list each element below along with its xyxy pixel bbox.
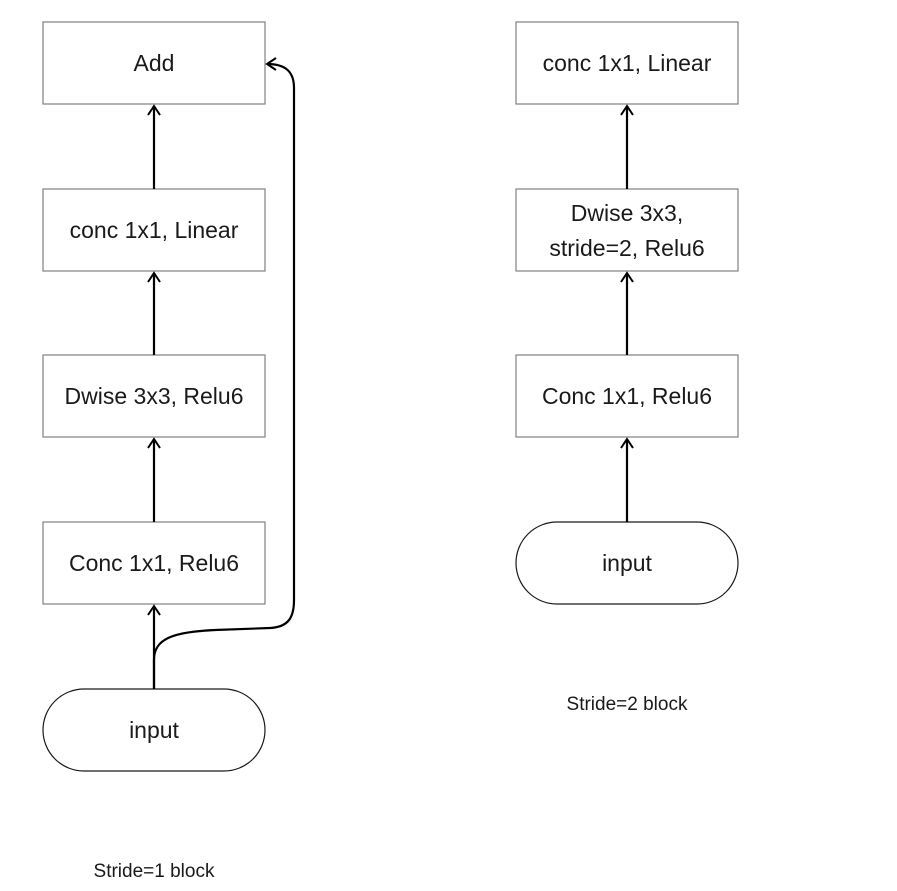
stride2-dwise-label-line1: Dwise 3x3,: [571, 200, 683, 226]
stride1-add-label: Add: [134, 50, 175, 76]
stride2-project-conv-label: conc 1x1, Linear: [543, 50, 712, 76]
stride1-project-conv-node: conc 1x1, Linear: [42, 188, 266, 272]
stride1-block: Add conc 1x1, Linear Dwise 3x3, Relu6 Co…: [42, 21, 296, 882]
stride2-expand-conv-label: Conc 1x1, Relu6: [542, 383, 712, 409]
stride1-expand-conv-node: Conc 1x1, Relu6: [42, 521, 266, 605]
stride1-project-conv-label: conc 1x1, Linear: [70, 217, 239, 243]
stride2-caption: Stride=2 block: [567, 694, 688, 715]
stride2-input-label: input: [602, 550, 652, 576]
stride1-input-label: input: [129, 717, 179, 743]
stride2-dwise-label-line2: stride=2, Relu6: [549, 235, 704, 261]
stride1-dwise-node: Dwise 3x3, Relu6: [42, 354, 266, 438]
stride1-dwise-label: Dwise 3x3, Relu6: [65, 383, 244, 409]
stride2-expand-conv-node: Conc 1x1, Relu6: [515, 354, 739, 438]
stride2-project-conv-node: conc 1x1, Linear: [515, 21, 739, 105]
stride1-add-node: Add: [42, 21, 266, 105]
stride1-expand-conv-label: Conc 1x1, Relu6: [69, 550, 239, 576]
stride1-input-node: input: [42, 688, 266, 772]
stride2-block: conc 1x1, Linear Dwise 3x3, stride=2, Re…: [515, 21, 739, 715]
stride2-dwise-node: Dwise 3x3, stride=2, Relu6: [515, 188, 739, 272]
stride1-caption: Stride=1 block: [94, 861, 215, 882]
stride1-residual-connection: [152, 57, 296, 689]
stride2-input-node: input: [515, 521, 739, 605]
